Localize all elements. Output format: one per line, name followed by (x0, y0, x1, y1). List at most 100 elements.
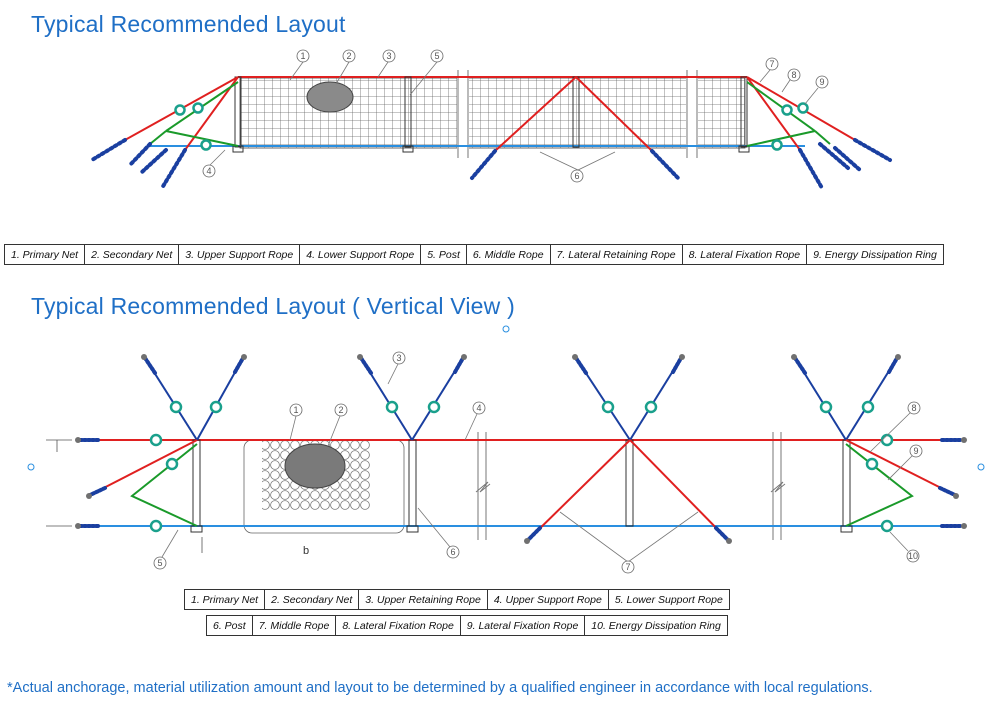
callout-number: 2 (346, 51, 351, 61)
energy-dissipation-ring (427, 400, 441, 414)
marker-circle (502, 325, 510, 333)
leader-line (387, 363, 399, 385)
leader-line (781, 79, 791, 93)
callout-number: 5 (434, 51, 439, 61)
anchor-bar (798, 148, 824, 190)
leader-line (539, 151, 616, 171)
post (404, 76, 412, 148)
anchor-bar (88, 486, 107, 497)
callout-circle (907, 401, 921, 415)
anchor-bar (233, 356, 245, 374)
callout-circle (446, 545, 460, 559)
energy-dissipation-ring (165, 457, 179, 471)
anchor-bar (470, 149, 497, 180)
anchor-head (75, 437, 81, 443)
anchor-head (75, 523, 81, 529)
break-mark (772, 432, 782, 540)
post-base (406, 525, 419, 533)
anchor-head (141, 354, 147, 360)
middle-rope (527, 439, 631, 541)
callout-circle (621, 560, 635, 574)
bottom-diagram-title: Typical Recommended Layout ( Vertical Vi… (31, 293, 515, 319)
anchor-bar (853, 138, 892, 162)
callout-circle (787, 68, 801, 82)
break-mark (477, 432, 487, 540)
legend-cell: 3. Upper Retaining Rope (358, 589, 488, 610)
middle-rope (575, 76, 653, 152)
anchor-head (961, 437, 967, 443)
energy-dissipation-ring (200, 139, 212, 151)
leader-line (289, 415, 297, 441)
lateral-fixation-rope (89, 439, 198, 496)
post (408, 439, 417, 527)
middle-rope (629, 439, 729, 541)
anchor-bar (671, 356, 683, 374)
legend-cell: 2. Secondary Net (264, 589, 360, 610)
callout-circle (906, 549, 920, 563)
energy-dissipation-ring (880, 519, 894, 533)
callout-number: 1 (293, 405, 298, 415)
post-base (402, 145, 414, 153)
callout-circle (815, 75, 829, 89)
bottom-legend-table-row2: 6. Post 7. Middle Rope 8. Lateral Fixati… (206, 615, 728, 636)
top-legend-table: 1. Primary Net 2. Secondary Net 3. Upper… (3, 244, 944, 265)
callout-number: 5 (157, 558, 162, 568)
marker-circle (977, 463, 985, 471)
anchor-bar (887, 356, 899, 374)
leader-line (804, 87, 819, 105)
callout-number: 9 (913, 446, 918, 456)
lateral-fixation-rope (746, 81, 816, 132)
energy-dissipation-ring (192, 102, 204, 114)
leader-line (327, 415, 341, 447)
anchor-bar (453, 356, 465, 374)
anchor-bar (160, 148, 187, 190)
callout-number: 6 (574, 171, 579, 181)
anchor-bar (143, 356, 157, 375)
lateral-fixation-rope (165, 130, 239, 147)
secondary-net (306, 81, 354, 113)
energy-dissipation-ring (781, 104, 793, 116)
callout-circle (202, 164, 216, 178)
top-diagram-title: Typical Recommended Layout (31, 11, 346, 37)
anchor-head (961, 523, 967, 529)
lateral-fixation-rope (149, 130, 167, 145)
secondary-net (284, 443, 346, 489)
leader-line (559, 511, 699, 563)
anchor-head (726, 538, 732, 544)
anchor-bar (140, 148, 168, 174)
leader-line (209, 149, 226, 166)
energy-dissipation-ring (174, 104, 186, 116)
legend-cell: 5. Post (420, 244, 467, 265)
callout-number: 4 (206, 166, 211, 176)
top-diagram: 1 2 3 5 4 6 7 8 9 (90, 49, 892, 190)
callout-circle (472, 401, 486, 415)
callout-circle (392, 351, 406, 365)
legend-cell: 8. Lateral Fixation Rope (335, 615, 461, 636)
callout-circle (342, 49, 356, 63)
leader-line (887, 455, 913, 481)
anchor-head (524, 538, 530, 544)
energy-dissipation-ring (797, 102, 809, 114)
anchor-head (241, 354, 247, 360)
legend-cell: 7. Lateral Retaining Rope (549, 244, 683, 265)
callout-number: 7 (625, 562, 630, 572)
anchor-head (357, 354, 363, 360)
callout-number: 10 (908, 551, 918, 561)
energy-dissipation-ring (865, 457, 879, 471)
post (740, 76, 748, 148)
anchor-head (461, 354, 467, 360)
anchor-bar (714, 526, 730, 542)
energy-dissipation-ring (149, 519, 163, 533)
legend-cell: 9. Lateral Fixation Rope (459, 615, 586, 636)
callout-circle (909, 444, 923, 458)
bottom-diagram: b 1 2 3 (27, 325, 985, 574)
callout-circle (570, 169, 584, 183)
break-symbol (770, 481, 786, 493)
legend-cell: 9. Energy Dissipation Ring (806, 244, 944, 265)
legend-cell: 7. Middle Rope (251, 615, 337, 636)
callout-circle (334, 403, 348, 417)
post (842, 439, 851, 527)
anchor-head (953, 493, 959, 499)
leader-line (335, 61, 350, 85)
legend-cell: 6. Post (206, 615, 253, 636)
